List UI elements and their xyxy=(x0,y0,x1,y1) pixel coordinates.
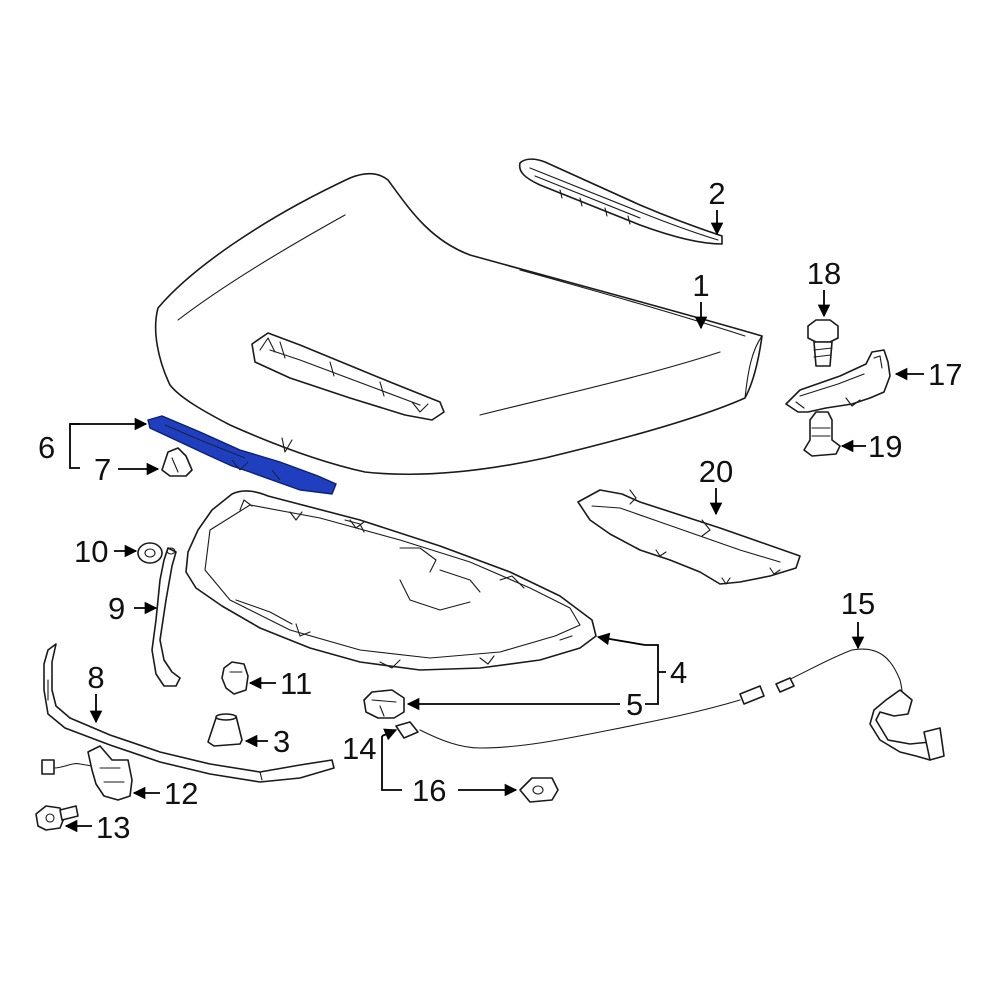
callout-17: 17 xyxy=(894,357,962,392)
callout-4-5-bracket xyxy=(406,632,666,711)
release-cable-15[interactable] xyxy=(395,648,945,761)
callout-12: 12 xyxy=(132,776,198,811)
callout-5: 5 xyxy=(626,687,643,722)
seal-strip-8[interactable] xyxy=(43,643,335,783)
clip-11[interactable] xyxy=(221,661,249,695)
prop-rod-9[interactable] xyxy=(151,547,181,687)
callout-label-5: 5 xyxy=(626,687,643,722)
callout-19: 19 xyxy=(840,429,902,464)
callout-label-17: 17 xyxy=(928,357,962,392)
callout-label-18: 18 xyxy=(807,256,841,291)
callout-label-20: 20 xyxy=(699,454,733,489)
callout-14-16-bracket xyxy=(381,728,518,797)
callout-label-3: 3 xyxy=(273,724,290,759)
callout-9: 9 xyxy=(108,591,158,626)
clip-19[interactable] xyxy=(803,411,841,457)
callout-label-16: 16 xyxy=(412,773,446,808)
bolt-13[interactable] xyxy=(35,805,79,831)
hood-panel[interactable] xyxy=(154,172,763,476)
cushion-3[interactable] xyxy=(207,713,243,747)
callout-7: 7 xyxy=(94,452,111,487)
callout-13: 13 xyxy=(64,810,130,845)
callout-label-6: 6 xyxy=(38,430,55,465)
hood-hinge-17[interactable] xyxy=(785,349,891,413)
callout-1: 1 xyxy=(692,268,710,330)
callout-label-12: 12 xyxy=(164,776,198,811)
callout-15: 15 xyxy=(841,586,875,650)
callout-label-14: 14 xyxy=(342,731,376,766)
bolt-18[interactable] xyxy=(807,319,839,367)
release-handle-16[interactable] xyxy=(519,777,559,803)
hood-insulator[interactable] xyxy=(185,490,597,671)
clip-7[interactable] xyxy=(161,447,193,477)
callout-label-13: 13 xyxy=(96,810,130,845)
callout-20: 20 xyxy=(699,454,733,516)
callout-3: 3 xyxy=(244,724,290,759)
callout-6: 6 xyxy=(38,430,55,465)
callout-2: 2 xyxy=(708,176,726,236)
callout-label-1: 1 xyxy=(692,268,709,303)
callout-16: 16 xyxy=(412,773,446,808)
splash-shield-20[interactable] xyxy=(577,489,801,585)
hood-seal-highlighted[interactable] xyxy=(147,415,337,495)
hood-molding[interactable] xyxy=(518,158,723,245)
callout-label-19: 19 xyxy=(868,429,902,464)
callout-14: 14 xyxy=(342,731,376,766)
callout-label-10: 10 xyxy=(74,534,108,569)
callout-8: 8 xyxy=(87,660,105,724)
callout-label-15: 15 xyxy=(841,586,875,621)
callout-6-7-bracket xyxy=(69,417,160,476)
callout-label-11: 11 xyxy=(280,666,312,701)
callout-label-4: 4 xyxy=(670,655,687,690)
callout-4: 4 xyxy=(670,655,687,690)
callout-label-9: 9 xyxy=(108,591,125,626)
callout-label-8: 8 xyxy=(87,660,104,695)
callout-11: 11 xyxy=(248,666,312,701)
callout-label-7: 7 xyxy=(94,452,111,487)
lock-assembly-12[interactable] xyxy=(41,745,133,801)
callout-18: 18 xyxy=(807,256,841,318)
bumper-10[interactable] xyxy=(137,542,163,564)
hood-latch-5[interactable] xyxy=(363,689,405,719)
callout-10: 10 xyxy=(74,534,138,569)
callout-label-2: 2 xyxy=(708,176,725,211)
